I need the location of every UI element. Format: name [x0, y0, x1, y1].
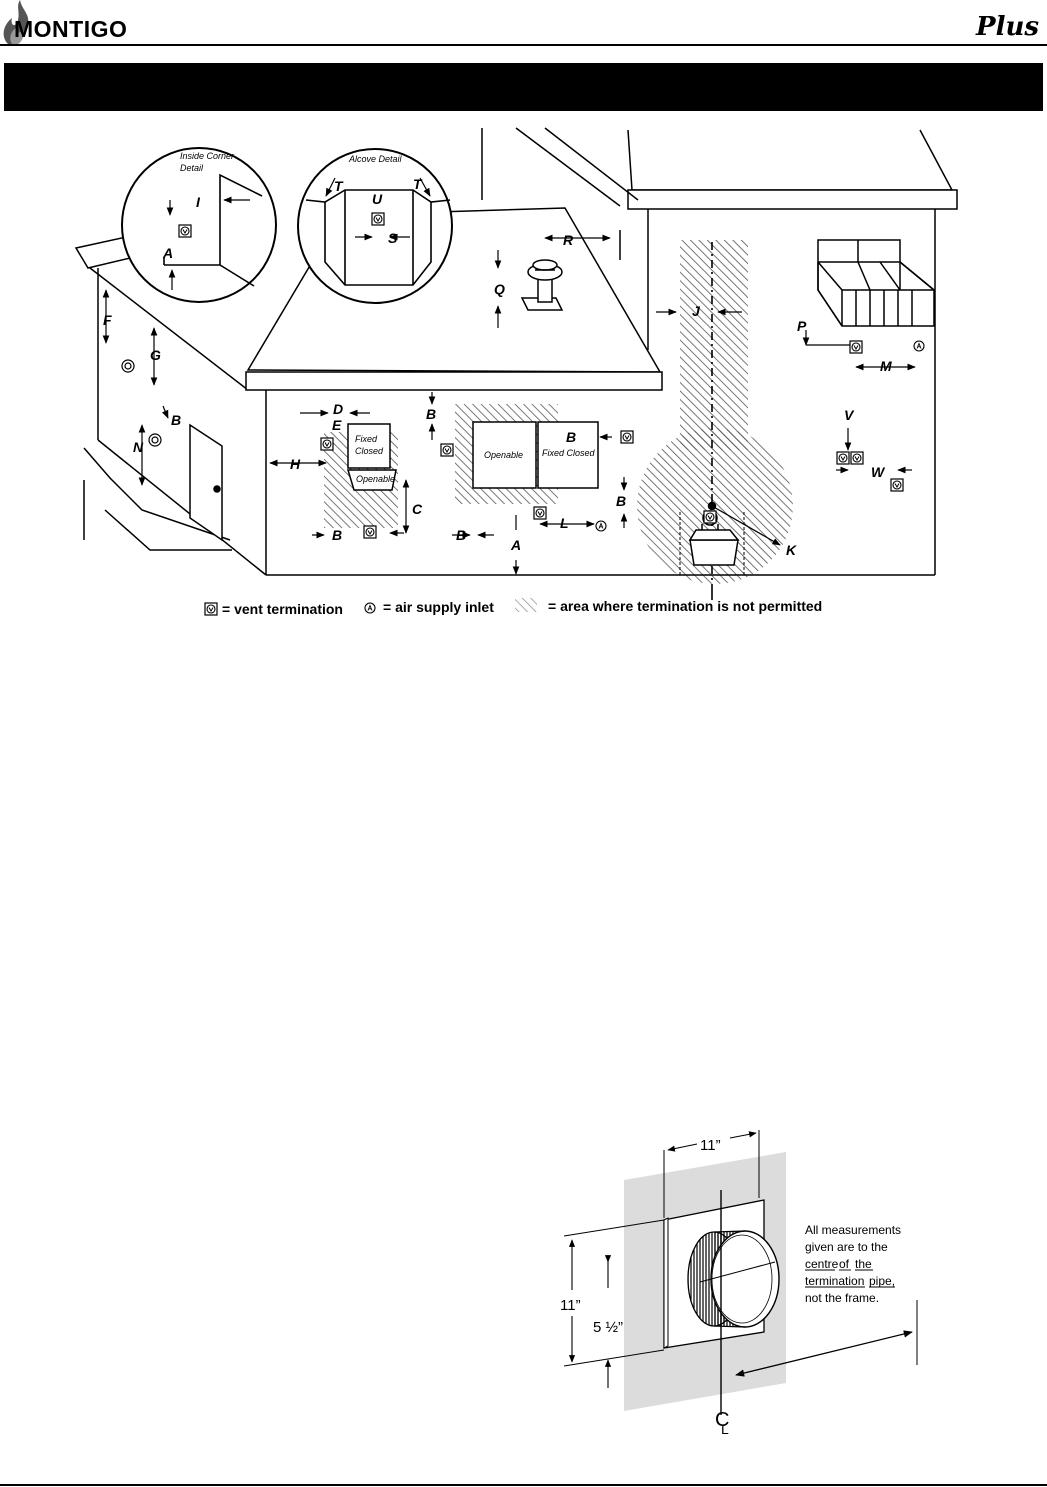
- legend-vent-icon: [204, 602, 218, 616]
- section-title-band: [4, 63, 1043, 111]
- window-fixed-closed-left-line1: Fixed: [355, 434, 378, 444]
- label-L: L: [560, 515, 569, 531]
- label-F: F: [103, 312, 112, 328]
- inside-corner-caption: Inside Corner: [180, 151, 235, 161]
- label-B-lower: B: [616, 493, 626, 509]
- note-of: of: [839, 1257, 850, 1271]
- note-centre: centre: [805, 1257, 839, 1271]
- label-N: N: [133, 439, 144, 455]
- label-V: V: [844, 407, 855, 423]
- label-B-upper: B: [426, 406, 436, 422]
- label-J: J: [692, 303, 701, 319]
- note-line-1: All measurements: [805, 1223, 901, 1237]
- width-dimension: 11”: [700, 1137, 721, 1154]
- footer-rule: [0, 1484, 1047, 1486]
- label-C: C: [412, 501, 423, 517]
- label-U: U: [372, 191, 383, 207]
- diagram-legend: = vent termination = air supply inlet = …: [204, 598, 822, 617]
- product-logo-text: Plus: [976, 12, 1039, 42]
- flame-logo-icon: [3, 0, 29, 44]
- label-H: H: [290, 456, 301, 472]
- window-fixed-closed-center: Fixed Closed: [542, 448, 596, 458]
- label-S: S: [388, 230, 398, 246]
- page-header: MONTIGO Plus: [0, 0, 1047, 48]
- label-P: P: [797, 318, 807, 334]
- label-I: I: [196, 194, 201, 210]
- header-rule: [0, 44, 1047, 46]
- height-dimension: 11”: [560, 1297, 581, 1314]
- label-B-left-bottom: B: [332, 527, 342, 543]
- legend-air-text: = air supply inlet: [383, 599, 494, 615]
- label-K: K: [786, 542, 797, 558]
- label-R: R: [563, 232, 574, 248]
- label-A-bottom: A: [510, 537, 521, 553]
- label-Q: Q: [494, 281, 505, 297]
- legend-hatch-text: = area where termination is not permitte…: [548, 598, 822, 614]
- centreline-symbol: C: [715, 1409, 729, 1431]
- label-E: E: [332, 417, 342, 433]
- label-B-door: B: [171, 412, 181, 428]
- label-D: D: [333, 401, 343, 417]
- brand-logo-text: MONTIGO: [14, 16, 128, 42]
- note-line-2: given are to the: [805, 1240, 888, 1254]
- note-the: the: [855, 1257, 872, 1271]
- label-B-right: B: [566, 429, 576, 445]
- label-B-mid-bottom: B: [456, 527, 466, 543]
- legend-air-icon: [364, 602, 376, 614]
- legend-vent-text: = vent termination: [222, 601, 343, 617]
- label-T-left: T: [334, 178, 344, 194]
- termination-cap-diagram: [563, 1130, 918, 1415]
- note-pipe: pipe,: [869, 1274, 895, 1288]
- label-M: M: [880, 358, 892, 374]
- centreline-subscript: L: [721, 1421, 729, 1437]
- window-fixed-closed-left-line2: Closed: [355, 446, 384, 456]
- note-termination: termination: [805, 1274, 864, 1288]
- label-G: G: [150, 347, 161, 363]
- note-line-5: not the frame.: [805, 1291, 879, 1305]
- half-height-dimension: 5 ½”: [593, 1319, 623, 1336]
- inside-corner-caption-line2: Detail: [180, 163, 204, 173]
- clearance-labels: I A T U T S R Q J P M F G B N D E H B B …: [103, 176, 892, 558]
- alcove-caption: Alcove Detail: [348, 154, 403, 164]
- window-openable-left: Openable: [356, 474, 395, 484]
- window-openable-center: Openable: [484, 450, 523, 460]
- legend-hatch-swatch: [515, 598, 537, 612]
- label-T-right: T: [413, 176, 423, 192]
- vent-clearance-diagram: [74, 127, 958, 600]
- label-A-corner: A: [162, 245, 173, 261]
- label-W: W: [871, 464, 886, 480]
